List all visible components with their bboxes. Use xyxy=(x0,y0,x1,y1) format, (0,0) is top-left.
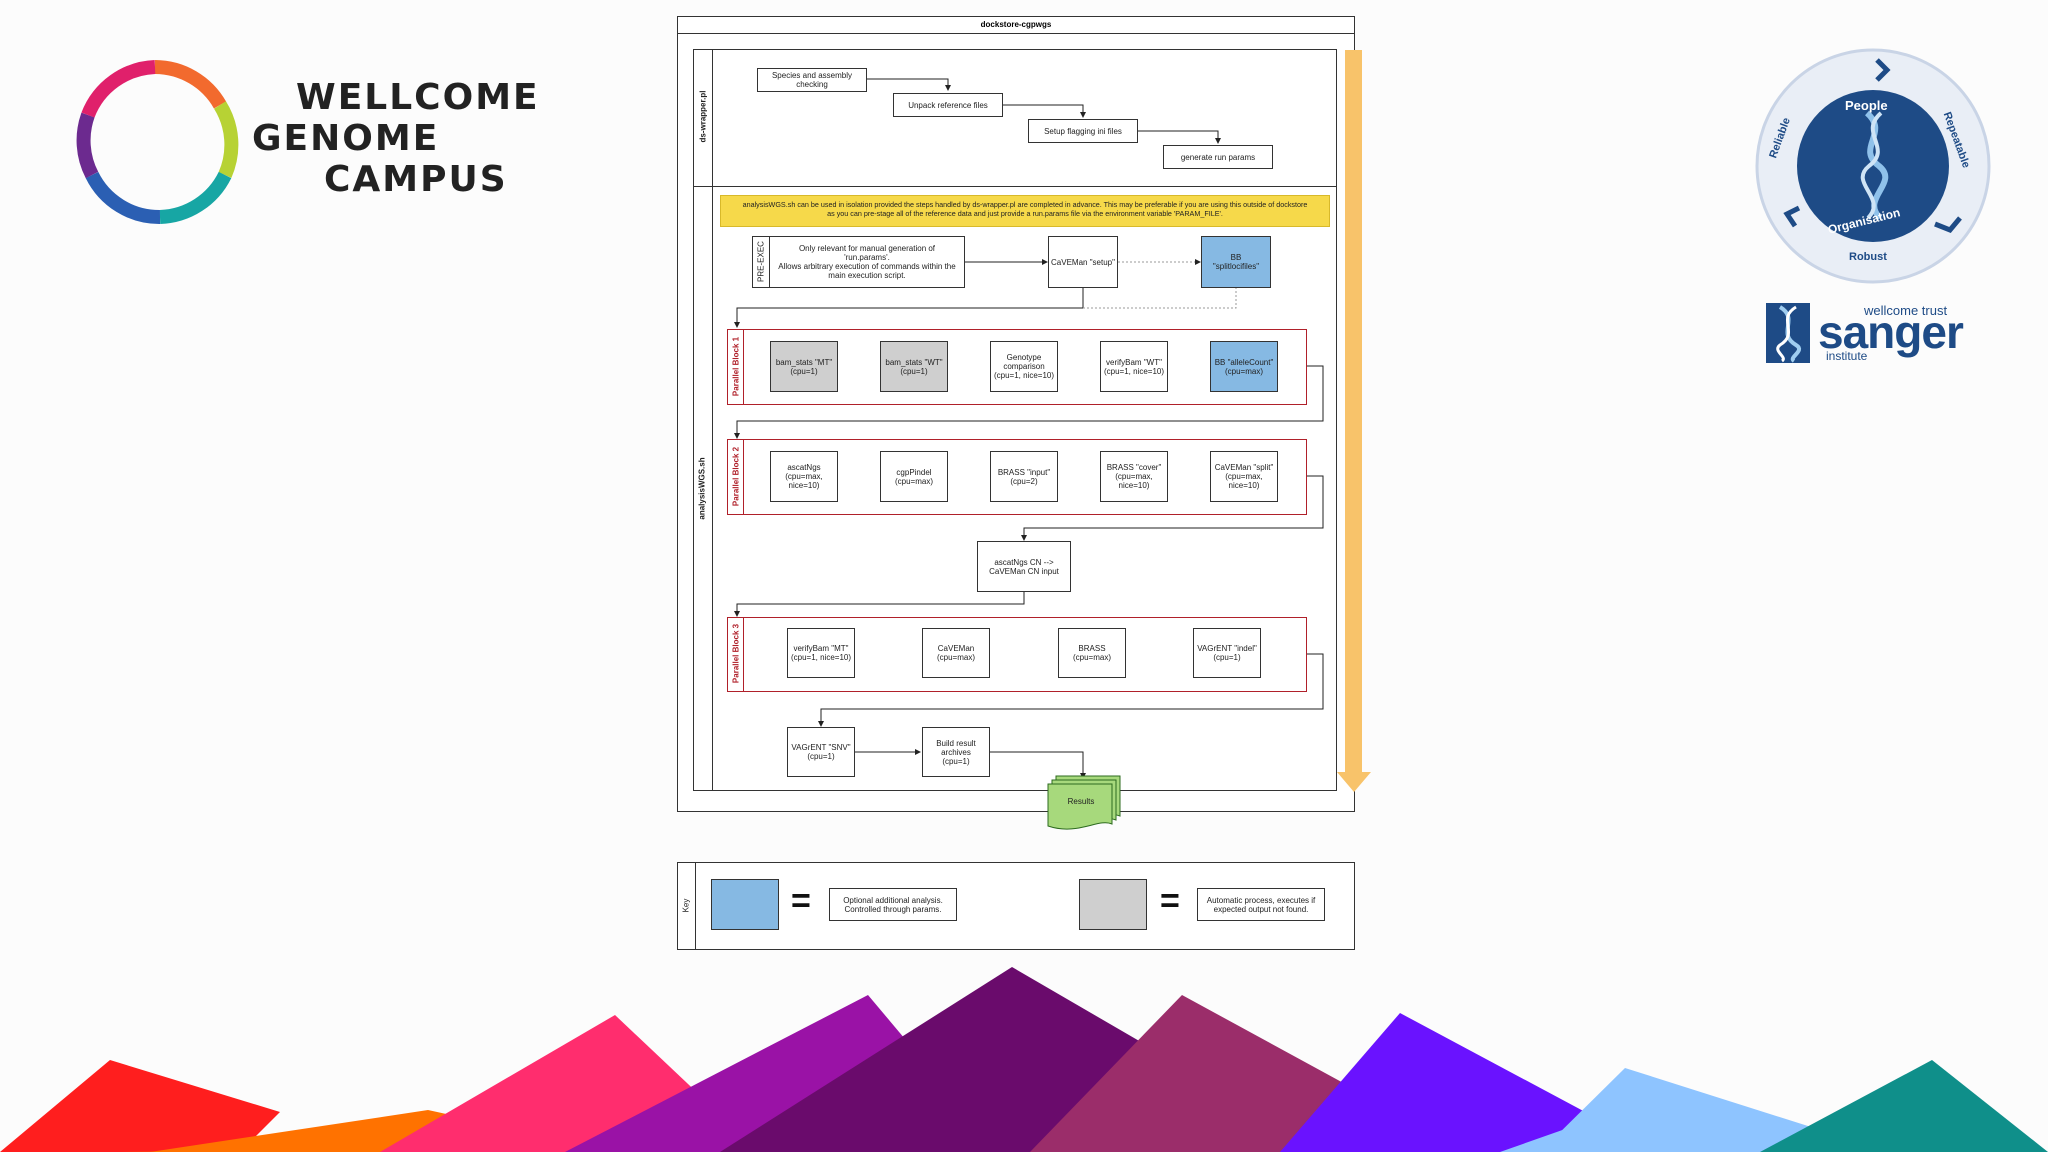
analysis-lane xyxy=(693,186,1337,791)
block1-bamstats-wt: bam_stats "WT" (cpu=1) xyxy=(880,341,948,392)
ascat-cn-box: ascatNgs CN --> CaVEMan CN input xyxy=(977,541,1071,592)
badge-robust: Robust xyxy=(1849,251,1887,263)
block2-brass-cover: BRASS "cover" (cpu=max, nice=10) xyxy=(1100,451,1168,502)
parallel-block-2 xyxy=(727,439,1307,515)
wrapper-step-flagging: Setup flagging ini files xyxy=(1028,119,1138,143)
parallel-block-2-label: Parallel Block 2 xyxy=(731,446,741,507)
parallel-block-1 xyxy=(727,329,1307,405)
block1-bamstats-mt: bam_stats "MT" (cpu=1) xyxy=(770,341,838,392)
wrapper-step-run-params: generate run params xyxy=(1163,145,1273,169)
pre-exec-box: Only relevant for manual generation of '… xyxy=(769,236,965,288)
mountain-banner-decoration xyxy=(0,967,2048,1152)
wrapper-step-species: Species and assembly checking xyxy=(757,68,867,92)
block2-caveman-split: CaVEMan "split" (cpu=max, nice=10) xyxy=(1210,451,1278,502)
legend-equals-1: = xyxy=(791,882,811,920)
sanger-top-word: wellcome trust xyxy=(1864,303,1948,318)
sanger-institute-logo: wellcome trust sanger institute xyxy=(1766,303,1986,365)
legend-automatic-text: Automatic process, executes if expected … xyxy=(1197,888,1325,921)
build-results-box: Build result archives (cpu=1) xyxy=(922,727,990,777)
block3-verifybam-mt: verifyBam "MT" (cpu=1, nice=10) xyxy=(787,628,855,678)
block2-ascatngs: ascatNgs (cpu=max, nice=10) xyxy=(770,451,838,502)
legend-equals-2: = xyxy=(1160,882,1180,920)
wellcome-genome-campus-logo: WELLCOME GENOME CAMPUS xyxy=(70,55,540,235)
vagrent-snv-box: VAGrENT "SNV" (cpu=1) xyxy=(787,727,855,777)
diagram-title: dockstore-cgpwgs xyxy=(678,17,1354,34)
bb-splitlocifiles-box: BB "splitlocifiles" xyxy=(1201,236,1271,288)
block1-bb-allelecount: BB "alleleCount" (cpu=max) xyxy=(1210,341,1278,392)
block3-caveman: CaVEMan (cpu=max) xyxy=(922,628,990,678)
wgc-word-1: WELLCOME xyxy=(296,77,540,118)
sanger-main-word: sanger xyxy=(1818,306,1964,358)
legend-optional-text: Optional additional analysis. Controlled… xyxy=(829,888,957,921)
wrapper-step-unpack: Unpack reference files xyxy=(893,93,1003,117)
block2-cgppindel: cgpPindel (cpu=max) xyxy=(880,451,948,502)
wgc-word-3: CAMPUS xyxy=(324,159,508,200)
block1-verifybam-wt: verifyBam "WT" (cpu=1, nice=10) xyxy=(1100,341,1168,392)
flow-direction-arrow xyxy=(1337,50,1371,792)
block3-vagrent-indel: VAGrENT "indel" (cpu=1) xyxy=(1193,628,1261,678)
parallel-block-1-label: Parallel Block 1 xyxy=(731,336,741,397)
sanger-bottom-word: institute xyxy=(1826,349,1868,363)
isolation-note: analysisWGS.sh can be used in isolation … xyxy=(720,195,1330,227)
caveman-setup-box: CaVEMan "setup" xyxy=(1048,236,1118,288)
wgc-word-2: GENOME xyxy=(252,118,440,159)
sanger-values-badge: People Reliable Repeatable Organisation … xyxy=(1755,48,1991,284)
parallel-block-3 xyxy=(727,617,1307,692)
legend-automatic-swatch xyxy=(1079,879,1147,930)
badge-circle-icon xyxy=(1755,48,1991,284)
badge-people: People xyxy=(1845,98,1888,113)
results-document-icon xyxy=(1047,775,1121,830)
legend-optional-swatch xyxy=(711,879,779,930)
block2-brass-input: BRASS "input" (cpu=2) xyxy=(990,451,1058,502)
sanger-dna-icon xyxy=(1766,303,1810,363)
block3-brass: BRASS (cpu=max) xyxy=(1058,628,1126,678)
block1-genotype: Genotype comparison (cpu=1, nice=10) xyxy=(990,341,1058,392)
legend-label: Key xyxy=(681,898,691,913)
parallel-block-3-label: Parallel Block 3 xyxy=(731,623,741,684)
pre-exec-label: PRE-EXEC xyxy=(756,241,766,282)
results-label: Results xyxy=(1067,797,1095,806)
wgc-ring-icon xyxy=(76,60,239,225)
